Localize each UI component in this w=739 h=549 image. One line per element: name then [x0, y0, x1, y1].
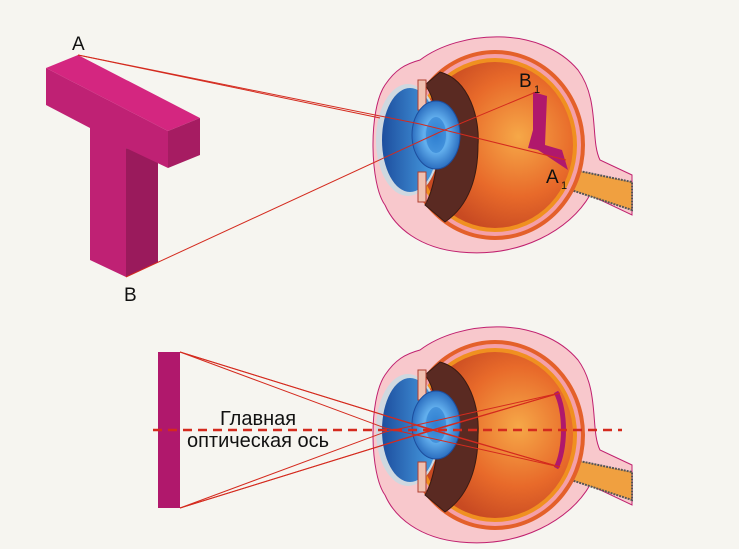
eye-bottom	[371, 325, 633, 544]
axis-label-line1: Главная	[220, 408, 296, 430]
label-b: B	[124, 285, 137, 306]
axis-label-line2: оптическая ось	[187, 430, 329, 452]
rays	[77, 54, 567, 278]
bottom-figure: Главная оптическая ось	[153, 325, 633, 544]
label-a1: A	[546, 167, 559, 188]
top-figure: A B B 1 A 1	[46, 34, 633, 306]
rays	[179, 351, 561, 509]
label-a1-sub: 1	[561, 180, 567, 192]
label-b1: B	[519, 71, 532, 92]
inverted-image	[528, 92, 568, 170]
label-b1-sub: 1	[534, 84, 540, 96]
label-a: A	[72, 34, 85, 55]
t-shaped-object	[46, 55, 200, 277]
